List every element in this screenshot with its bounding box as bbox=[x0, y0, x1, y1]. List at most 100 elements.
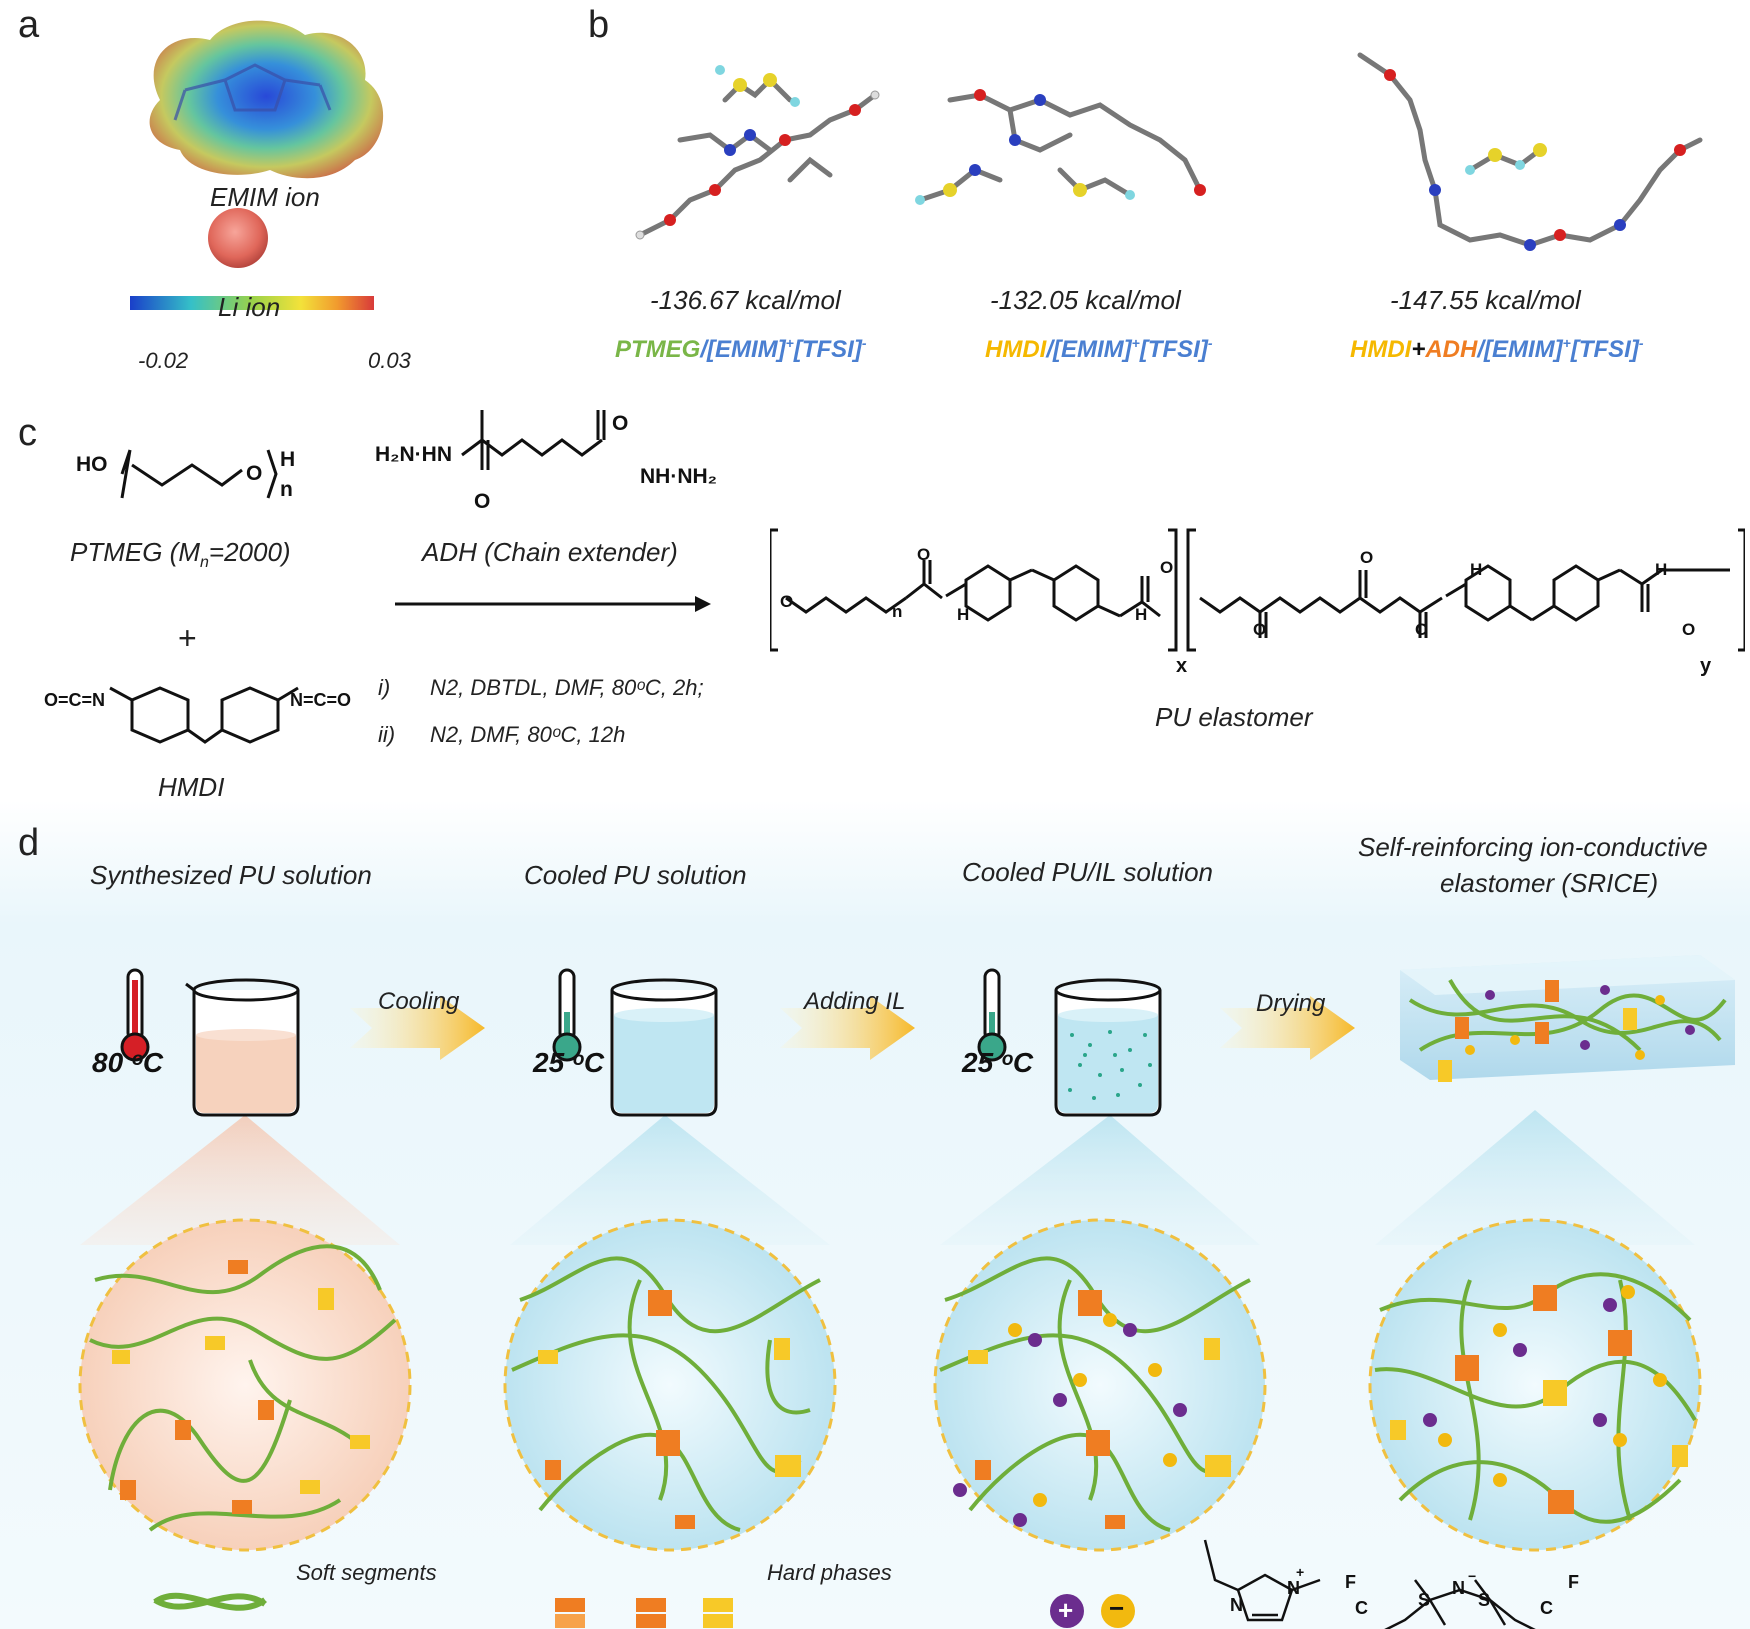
arrow-label-drying: Drying bbox=[1256, 990, 1326, 1017]
legend-hard-phases: Hard phases bbox=[767, 1560, 892, 1585]
tfsi-c1: C bbox=[1355, 1598, 1368, 1618]
condition-1: N2, DBTDL, DMF, 80ᵒC, 2h; bbox=[430, 675, 704, 700]
molecule-ptmeg-il bbox=[637, 76, 878, 238]
tfsi-s1: S bbox=[1418, 1590, 1431, 1610]
stage-4-title-line2: elastomer (SRICE) bbox=[1440, 868, 1659, 898]
adh-carbonyl-o-top: O bbox=[612, 412, 629, 435]
pu-atom-o-2: O bbox=[917, 545, 931, 564]
emim-n1: N bbox=[1230, 1595, 1243, 1615]
zoom-cone-4 bbox=[1375, 1110, 1695, 1245]
zoom-cone-2 bbox=[510, 1115, 830, 1245]
stage-4-title-line1: Self-reinforcing ion-conductive bbox=[1358, 832, 1708, 862]
ptmeg-structure bbox=[120, 449, 278, 499]
adh-structure bbox=[461, 410, 606, 470]
molecule-hmdi-adh-il bbox=[1357, 52, 1703, 248]
ptmeg-h: H bbox=[280, 448, 296, 471]
emim-skeleton bbox=[173, 63, 332, 121]
pu-atom-o-1: O bbox=[780, 592, 794, 611]
panel-label-b: b bbox=[588, 4, 610, 46]
system-label-2: HMDI/[EMIM]+[TFSI]- bbox=[985, 335, 1213, 363]
hard-phases-hot bbox=[112, 1260, 370, 1514]
emim-esp-surface bbox=[149, 20, 384, 179]
soft-segments-icon bbox=[153, 1592, 267, 1611]
tfsi-minus: − bbox=[1468, 1568, 1477, 1584]
chains-hot bbox=[89, 1244, 397, 1532]
pu-subscript-y: y bbox=[1700, 655, 1712, 677]
il-dots bbox=[1068, 1030, 1152, 1100]
ptmeg-ho: HO bbox=[76, 453, 108, 476]
zoom-cone-1 bbox=[80, 1115, 400, 1245]
hmdi-right-nco: N=C=O bbox=[290, 690, 352, 710]
pu-atom-o-6: O bbox=[1415, 620, 1429, 639]
temp-25-b: 25 ᵒC bbox=[962, 1047, 1034, 1078]
pu-atom-o-5: O bbox=[1360, 548, 1374, 567]
panel-b-molecules bbox=[635, 52, 1703, 251]
legend-soft-segments: Soft segments bbox=[296, 1560, 437, 1585]
pu-atom-h-4: H bbox=[1655, 560, 1668, 579]
molecule-hmdi-il bbox=[917, 92, 1203, 203]
energy-2: -132.05 kcal/mol bbox=[990, 285, 1181, 315]
arrow-drying bbox=[1220, 996, 1355, 1060]
srice-block-ions bbox=[1465, 985, 1695, 1060]
hmdi-left-nco: O=C=N bbox=[44, 690, 106, 710]
temp-25-a: 25 ᵒC bbox=[533, 1047, 605, 1078]
pu-atom-h-2: H bbox=[1135, 605, 1148, 624]
esp-color-scale bbox=[130, 296, 374, 310]
system-label-1: PTMEG/[EMIM]+[TFSI]- bbox=[615, 335, 867, 363]
zoom-circle-il bbox=[933, 1218, 1267, 1552]
adh-right: NH·NH₂ bbox=[640, 465, 717, 488]
zoom-cone-3 bbox=[940, 1115, 1260, 1245]
energy-1: -136.67 kcal/mol bbox=[650, 285, 841, 315]
cation-icon bbox=[1050, 1594, 1084, 1628]
arrow-adding-il bbox=[780, 996, 915, 1060]
adh-label: ADH (Chain extender) bbox=[422, 537, 678, 567]
arrow-label-adding-il: Adding IL bbox=[804, 988, 906, 1015]
ions-srice bbox=[1423, 1285, 1667, 1487]
pu-elastomer-label: PU elastomer bbox=[1155, 702, 1313, 732]
condition-2: N2, DMF, 80ᵒC, 12h bbox=[430, 722, 626, 747]
condition-1-num: i) bbox=[378, 675, 391, 700]
panel-d-graphics bbox=[78, 955, 1735, 1629]
panel-label-a: a bbox=[18, 4, 40, 46]
cation-plus-symbol: + bbox=[1058, 1595, 1074, 1625]
anion-minus-symbol: − bbox=[1109, 1593, 1125, 1623]
tfsi-s2: S bbox=[1478, 1590, 1491, 1610]
stage-3-title: Cooled PU/IL solution bbox=[962, 857, 1214, 887]
pu-atom-o-4: O bbox=[1253, 620, 1267, 639]
hmdi-label: HMDI bbox=[158, 772, 225, 802]
zoom-circle-cold bbox=[503, 1218, 837, 1552]
tfsi-f1: F bbox=[1345, 1572, 1356, 1592]
pu-elastomer-structure bbox=[770, 528, 1745, 652]
srice-block bbox=[1400, 955, 1735, 1082]
emim-plus: + bbox=[1296, 1564, 1305, 1580]
zoom-circle-srice bbox=[1368, 1218, 1702, 1552]
pu-atom-n-subscript: n bbox=[892, 602, 903, 621]
panel-label-d: d bbox=[18, 822, 40, 864]
panel-label-c: c bbox=[18, 412, 37, 454]
hard-phases-srice bbox=[1390, 1285, 1688, 1514]
pu-atom-o-3: O bbox=[1160, 558, 1174, 577]
hard-phases-il bbox=[968, 1290, 1231, 1529]
ptmeg-n: n bbox=[280, 478, 293, 501]
stage-1-title: Synthesized PU solution bbox=[90, 860, 372, 890]
molecule-3-atoms bbox=[1384, 69, 1686, 251]
beaker-hot bbox=[185, 978, 300, 1117]
ptmeg-label: PTMEG (Mn=2000) bbox=[70, 537, 291, 572]
panel-a-graphics bbox=[130, 20, 384, 310]
scale-min-label: -0.02 bbox=[138, 348, 189, 373]
stage-2-title: Cooled PU solution bbox=[524, 860, 747, 890]
pu-atom-h-3: H bbox=[1470, 560, 1483, 579]
plus-sign: + bbox=[178, 620, 197, 656]
emim-n3: N bbox=[1287, 1578, 1300, 1598]
pu-atom-h-1: H bbox=[957, 605, 970, 624]
anion-icon bbox=[1101, 1594, 1135, 1628]
beaker-il bbox=[1054, 978, 1162, 1117]
ptmeg-o: O bbox=[246, 462, 263, 485]
pu-subscript-x: x bbox=[1176, 655, 1188, 677]
molecule-2-atoms bbox=[915, 89, 1206, 205]
emim-cation-structure bbox=[1203, 1539, 1321, 1622]
tfsi-n: N bbox=[1452, 1578, 1465, 1598]
hmdi-structure bbox=[109, 686, 299, 744]
thermometer-cold-icon-2 bbox=[977, 968, 1007, 1062]
